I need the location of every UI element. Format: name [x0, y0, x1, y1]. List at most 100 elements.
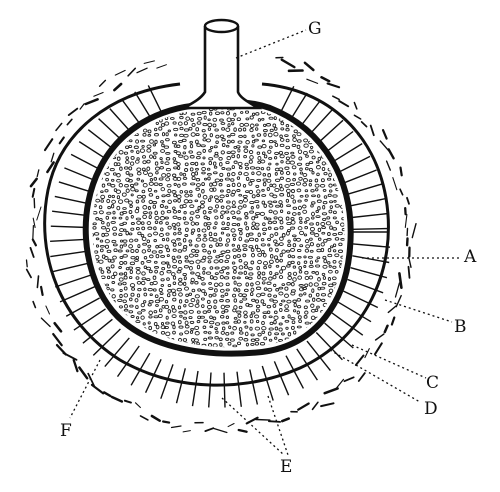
- granule: [189, 155, 195, 159]
- granule: [178, 292, 183, 297]
- granule: [137, 287, 142, 292]
- granule: [147, 248, 151, 253]
- granule: [213, 232, 218, 237]
- granule: [326, 177, 332, 181]
- granule: [308, 275, 314, 280]
- granule: [143, 287, 147, 292]
- granule: [140, 261, 145, 265]
- granule: [272, 200, 278, 204]
- granule: [142, 322, 146, 326]
- granule: [304, 225, 309, 230]
- granule: [293, 302, 297, 308]
- granule: [183, 310, 188, 315]
- granule: [209, 182, 213, 187]
- granule: [172, 121, 177, 125]
- envelope-fiber: [87, 372, 96, 388]
- granule: [290, 220, 296, 225]
- granule: [308, 161, 314, 165]
- granule: [206, 138, 211, 143]
- granule: [118, 277, 124, 282]
- granule: [195, 237, 202, 242]
- granule: [225, 144, 230, 148]
- granule: [135, 320, 141, 324]
- granule: [226, 184, 231, 188]
- granule: [188, 243, 193, 247]
- granule: [237, 244, 241, 249]
- granule: [221, 221, 225, 226]
- granule: [238, 193, 243, 197]
- granule: [93, 232, 100, 236]
- granule: [322, 204, 326, 210]
- granule: [184, 190, 189, 194]
- granule: [218, 254, 224, 258]
- granule: [259, 341, 266, 346]
- granule: [329, 200, 334, 204]
- granule: [166, 254, 170, 258]
- granule: [335, 309, 340, 314]
- granule: [160, 160, 164, 164]
- granule: [322, 217, 327, 221]
- granule: [183, 145, 187, 150]
- granule: [161, 348, 164, 351]
- granule: [201, 304, 205, 308]
- granule: [101, 183, 106, 188]
- granule: [158, 250, 163, 254]
- granule: [232, 233, 237, 237]
- granule: [291, 234, 297, 238]
- granule: [266, 187, 270, 191]
- granule: [165, 152, 171, 155]
- granule: [268, 140, 274, 144]
- granule: [134, 238, 139, 242]
- label-e: E: [280, 457, 292, 477]
- granule: [280, 299, 286, 303]
- granule: [269, 233, 274, 238]
- radial-cell: [144, 359, 162, 393]
- granule: [254, 222, 260, 227]
- granule: [101, 316, 106, 321]
- granule: [161, 143, 165, 148]
- granule: [329, 225, 333, 230]
- granule: [292, 137, 297, 142]
- granule: [119, 256, 124, 259]
- envelope-fiber: [67, 107, 79, 116]
- granule: [231, 243, 235, 247]
- granule: [153, 310, 158, 314]
- granule: [166, 172, 171, 177]
- granule: [143, 255, 148, 260]
- granule: [254, 215, 259, 219]
- granule: [308, 293, 313, 298]
- granule: [219, 342, 223, 347]
- granule: [138, 349, 141, 351]
- granule: [94, 162, 99, 167]
- granule: [249, 166, 256, 170]
- granule: [302, 209, 308, 214]
- granule: [100, 270, 105, 274]
- granule: [214, 221, 218, 226]
- granule: [123, 166, 129, 170]
- granule: [88, 344, 92, 347]
- granule: [275, 162, 279, 166]
- granule: [260, 238, 265, 242]
- granule: [347, 304, 350, 306]
- granule: [292, 349, 295, 351]
- radial-cell: [296, 348, 318, 381]
- granule: [304, 198, 308, 202]
- granule: [172, 275, 177, 280]
- granule: [140, 343, 145, 347]
- radial-cell: [324, 130, 354, 154]
- granule: [158, 126, 163, 131]
- granule: [103, 127, 109, 131]
- granule: [236, 153, 240, 159]
- granule: [118, 233, 123, 237]
- granule: [309, 222, 314, 226]
- granule: [106, 222, 110, 227]
- granule: [250, 342, 255, 346]
- granule: [161, 266, 166, 271]
- radial-cell: [347, 278, 384, 294]
- granule: [333, 335, 339, 340]
- granule: [84, 138, 87, 141]
- leader-c: [351, 344, 427, 379]
- radial-cell: [337, 155, 371, 174]
- granule: [190, 271, 195, 275]
- granule: [267, 226, 272, 230]
